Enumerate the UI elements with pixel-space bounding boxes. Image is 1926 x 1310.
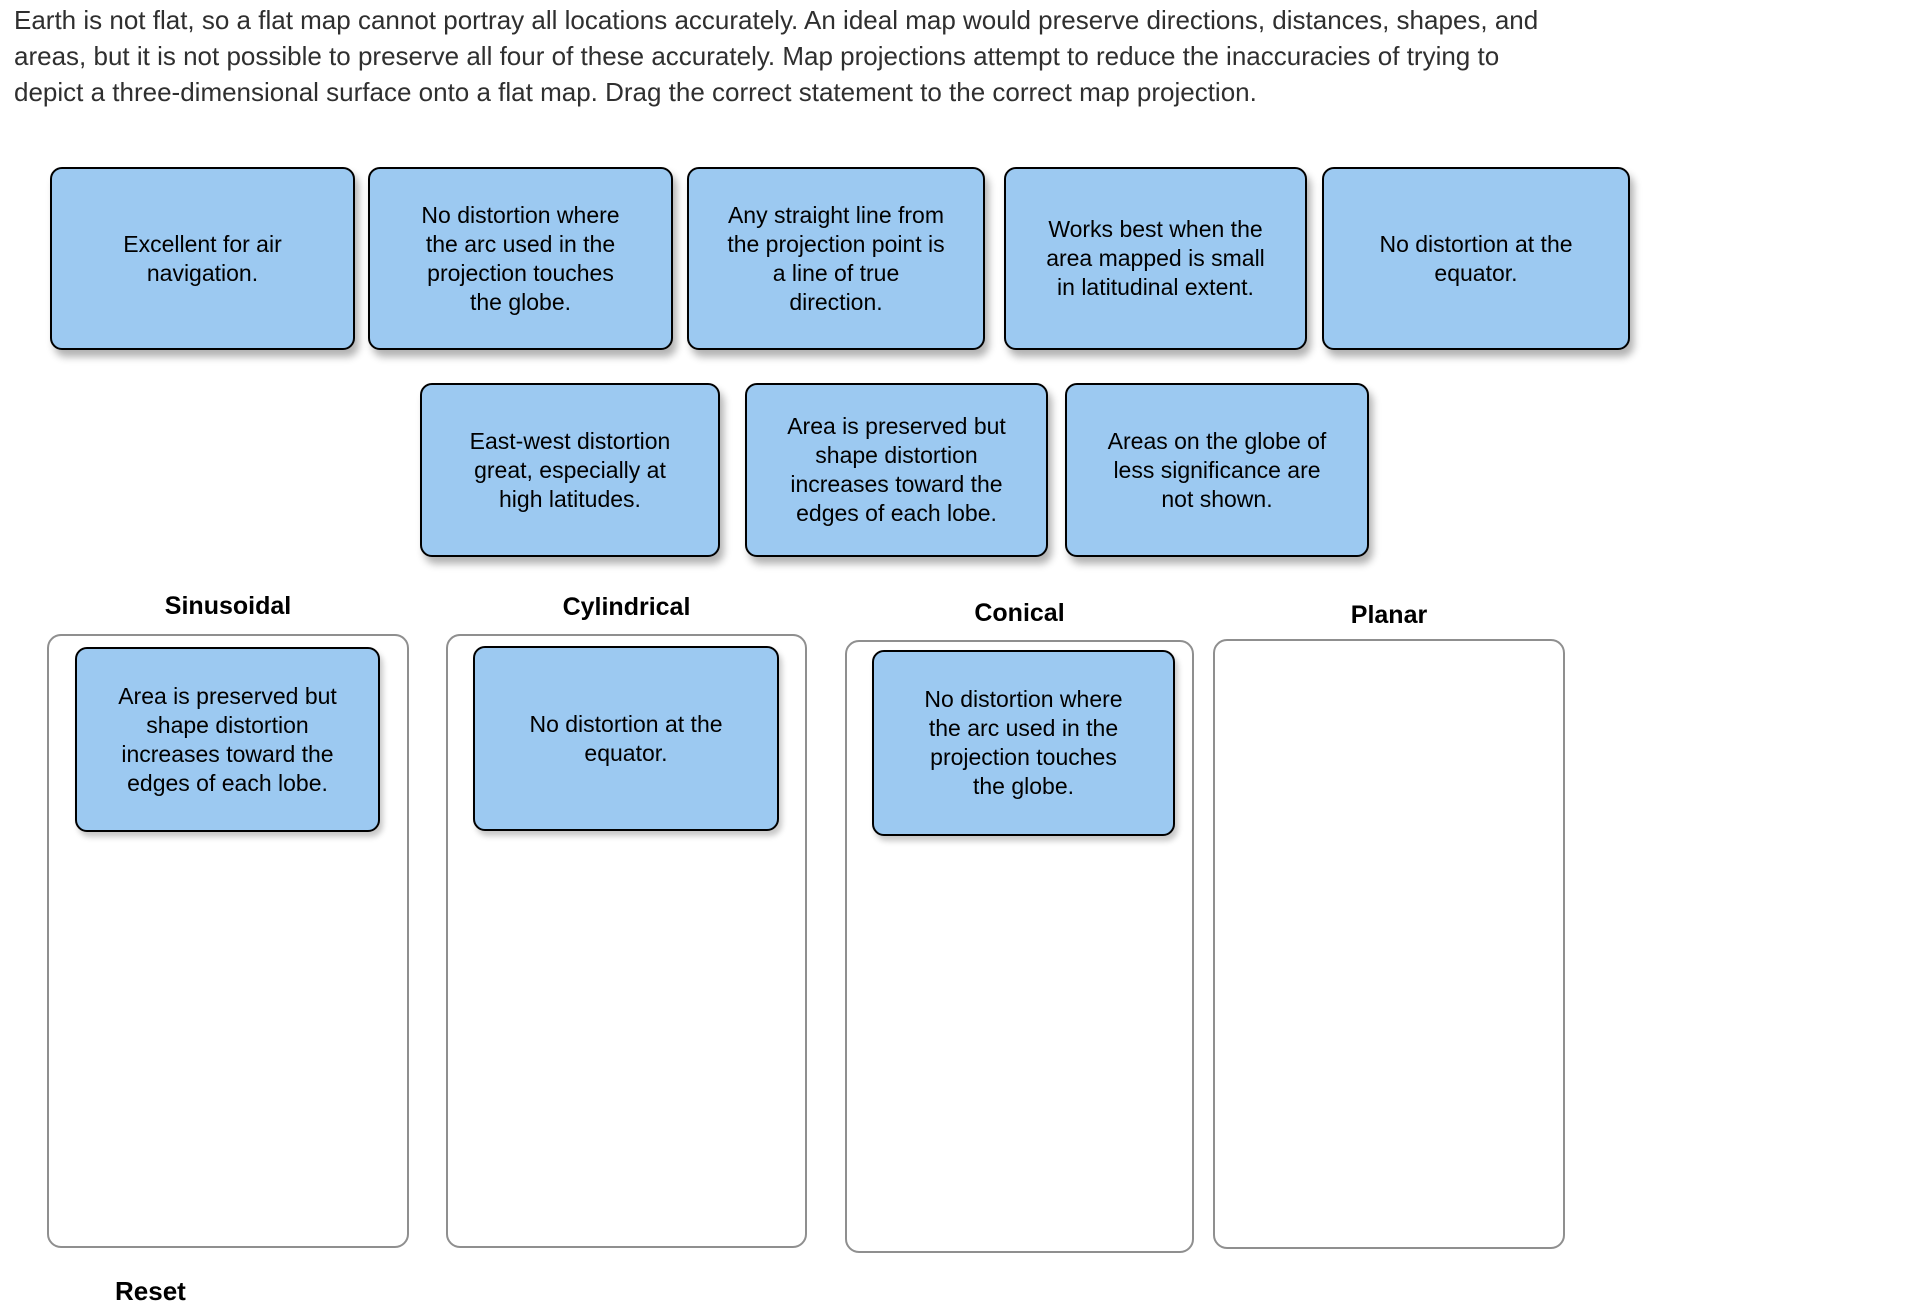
reset-button[interactable]: Reset <box>115 1276 186 1306</box>
statement-card[interactable]: Works best when the area mapped is small… <box>1004 167 1307 350</box>
statement-card[interactable]: No distortion where the arc used in the … <box>368 167 673 350</box>
placed-statement-card[interactable]: No distortion where the arc used in the … <box>872 650 1175 836</box>
placed-statement-card[interactable]: No distortion at the equator. <box>473 646 779 831</box>
dropzone-conical[interactable]: No distortion where the arc used in the … <box>845 640 1194 1253</box>
projection-label-sinusoidal: Sinusoidal <box>164 592 292 620</box>
projection-label-conical: Conical <box>974 599 1065 627</box>
dropzone-planar[interactable] <box>1213 639 1565 1249</box>
statement-card[interactable]: Areas on the globe of less significance … <box>1065 383 1369 557</box>
statement-card[interactable]: Area is preserved but shape distortion i… <box>745 383 1048 557</box>
dropzone-sinusoidal[interactable]: Area is preserved but shape distortion i… <box>47 634 409 1248</box>
projection-label-planar: Planar <box>1350 601 1428 629</box>
statement-card[interactable]: No distortion at the equator. <box>1322 167 1630 350</box>
projection-label-cylindrical: Cylindrical <box>562 593 691 621</box>
statement-card[interactable]: Excellent for air navigation. <box>50 167 355 350</box>
statement-card[interactable]: Any straight line from the projection po… <box>687 167 985 350</box>
instructions-text: Earth is not flat, so a flat map cannot … <box>14 5 1539 107</box>
statement-card[interactable]: East-west distortion great, especially a… <box>420 383 720 557</box>
dropzone-cylindrical[interactable]: No distortion at the equator. <box>446 634 807 1248</box>
placed-statement-card[interactable]: Area is preserved but shape distortion i… <box>75 647 380 832</box>
